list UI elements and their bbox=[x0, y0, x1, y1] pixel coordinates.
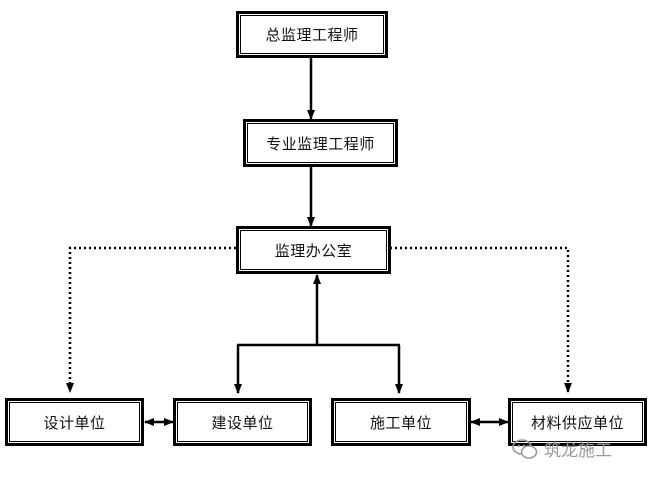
dotted-office-to-design bbox=[66, 246, 236, 393]
contractor-box: 施工单位 bbox=[331, 398, 471, 446]
dotted-office-to-supplier bbox=[390, 246, 572, 393]
chief-engineer-box: 总监理工程师 bbox=[236, 11, 388, 58]
construction-owner-box: 建设单位 bbox=[173, 398, 312, 446]
design-unit-box: 设计单位 bbox=[5, 398, 144, 446]
watermark: 筑龙施工 bbox=[512, 436, 612, 461]
supervision-office-box: 监理办公室 bbox=[236, 226, 391, 274]
specialist-engineer-box: 专业监理工程师 bbox=[243, 119, 398, 167]
chat-bubble-icon bbox=[512, 438, 538, 459]
material-supplier-box: 材料供应单位 bbox=[508, 398, 647, 446]
watermark-text: 筑龙施工 bbox=[544, 441, 612, 461]
